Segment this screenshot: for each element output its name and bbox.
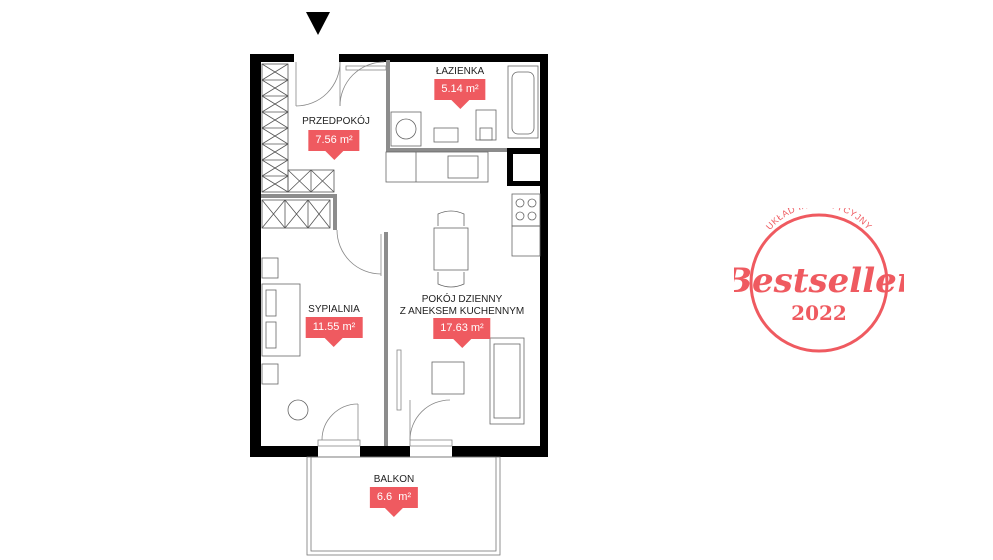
room-name-balkon: BALKON — [373, 474, 415, 485]
dining-table — [433, 210, 469, 288]
area-value: 17.63 — [440, 322, 468, 334]
interior-walls — [261, 60, 507, 446]
area-tag-pokoj: 17.63 m² — [433, 318, 491, 348]
bestseller-badge: UKŁAD INWESTYCYJNY Bestseller 2022 — [734, 208, 904, 353]
badge-ring — [749, 213, 889, 353]
sofa — [431, 337, 525, 425]
exterior-walls — [250, 54, 548, 457]
area-tag-sypialnia: 11.55 m² — [305, 317, 363, 347]
area-tag-balkon: 6.6 m² — [369, 487, 419, 517]
wardrobe — [261, 63, 335, 229]
badge-year: 2022 — [791, 301, 847, 325]
area-value: 7.56 — [315, 134, 337, 146]
area-tag-lazienka: 5.14 m² — [434, 79, 486, 109]
area-value: 11.55 — [312, 321, 340, 333]
area-unit: m² — [465, 83, 479, 95]
room-name-pokoj-line1: POKÓJ DZIENNY — [421, 294, 503, 305]
area-unit: m² — [342, 321, 356, 333]
room-name-pokoj-line2: Z ANEKSEM KUCHENNYM — [399, 306, 525, 317]
balcony-outline — [306, 456, 501, 556]
badge-main-text: Bestseller — [734, 261, 904, 301]
entrance-arrow-icon — [306, 12, 330, 35]
area-value: 5.14 — [441, 83, 463, 95]
bathroom-fixtures — [390, 65, 539, 147]
area-unit: m² — [470, 322, 484, 334]
room-name-sypialnia: SYPIALNIA — [308, 304, 360, 315]
doors — [295, 61, 453, 447]
area-unit: m² — [398, 491, 412, 503]
room-name-przedpokoj: PRZEDPOKÓJ — [302, 116, 370, 127]
kitchen-fixtures — [385, 151, 541, 257]
area-unit: m² — [339, 134, 353, 146]
room-name-lazienka: ŁAZIENKA — [435, 66, 485, 77]
area-value: 6.6 — [376, 491, 393, 503]
bed — [261, 257, 309, 421]
area-tag-przedpokoj: 7.56 m² — [308, 130, 360, 160]
